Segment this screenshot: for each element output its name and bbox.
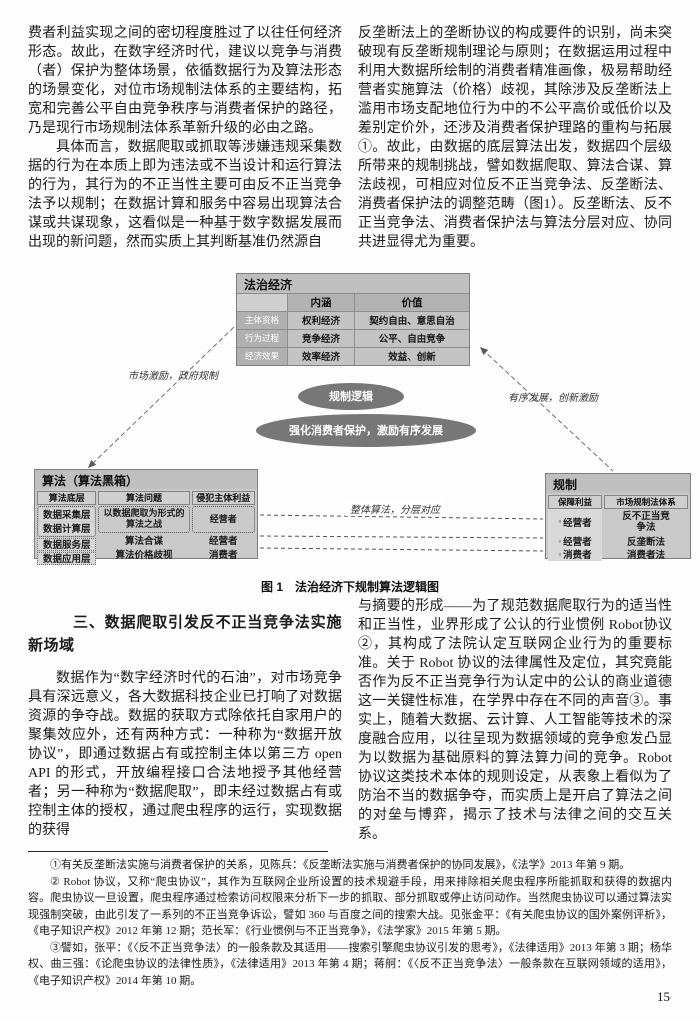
- table-cell: 算法合谋: [125, 536, 164, 548]
- table-cell: 契约自由、意思自治: [355, 311, 469, 329]
- figure-caption: 图 1 法治经济下规制算法逻辑图: [260, 579, 439, 594]
- protected-interest-column: 保障利益 ▫经营者 ▫经营者 ▫消费者: [548, 494, 602, 562]
- law-label: 反不正当竞争法: [622, 510, 670, 533]
- table-cell: ▫经营者: [548, 509, 602, 535]
- layer-group: 数据采集层 数据计算层: [37, 505, 97, 537]
- regulation-logic-ellipse: 规制逻辑: [298, 382, 404, 410]
- algorithm-layer-column: 算法底层 数据采集层 数据计算层 数据服务层 数据应用层: [37, 490, 97, 565]
- law-system-column: 市场规制法体系 反不正当竞争法 反垄断法 消费者法: [604, 494, 688, 561]
- table-cell: 反垄断法: [604, 535, 688, 548]
- diagram-connectors: [88, 326, 614, 552]
- column-header: 算法问题: [98, 490, 190, 505]
- table-cell: 消费者法: [604, 548, 688, 561]
- page-number: 15: [657, 989, 670, 1004]
- arrowhead-icon: [88, 459, 97, 468]
- table-cell: ▫消费者: [548, 548, 602, 562]
- table-corner-cell: [237, 293, 287, 311]
- table-cell: 效益、创新: [355, 347, 469, 365]
- left-column-bottom: 三、数据爬取引发反不正当竞争法实施新场域 数据作为“数字经济时代的石油”，对市场…: [28, 597, 342, 843]
- footnote: ①有关反垄断法实施与消费者保护的关系，见陈兵：《反垄断法实施与消费者保护的协同发…: [50, 859, 631, 871]
- regulation-table: 保障利益 ▫经营者 ▫经营者 ▫消费者 市场规制法体系 反不正当竞争法 反垄断法…: [546, 493, 690, 563]
- column-header: 算法底层: [37, 490, 97, 505]
- algorithm-problem-column: 算法问题 以数据爬取为形式的算法之战 算法合谋 算法价格歧视: [98, 490, 190, 565]
- footnotes: ①有关反垄断法实施与消费者保护的关系，见陈兵：《反垄断法实施与消费者保护的协同发…: [28, 847, 672, 989]
- column-header: 侵犯主体利益: [191, 490, 255, 505]
- table-cell: 以数据爬取为形式的算法之战: [98, 505, 190, 533]
- right-column-top: 反垄断法上的垄断协议的构成要件的识别，尚未突破现有反垄断规制理论与原则；在数据运…: [358, 24, 672, 265]
- table-cell: 经营者: [209, 536, 238, 548]
- square-bullet-icon: ▫: [558, 536, 562, 546]
- paragraph: 数据作为“数字经济时代的石油”，对市场竞争具有深远意义，各大数据科技企业已打响了…: [28, 670, 342, 838]
- table-cell: 公平、自由竞争: [355, 329, 469, 347]
- left-edge-label: 市场激励，政府规制: [128, 370, 218, 382]
- table-cell: 竞争经济: [288, 329, 354, 347]
- table-cell: 效率经济: [288, 347, 354, 365]
- law-economy-table: 内涵 价值 主体资格 权利经济 契约自由、意思自治 行为过程 竞争经济 公平、自…: [237, 292, 469, 365]
- algorithm-box: 算法（算法黑箱） 算法底层 数据采集层 数据计算层 数据服务层 数据应用层 算法…: [34, 468, 258, 565]
- square-bullet-icon: ▫: [558, 517, 562, 527]
- law-economy-title: 法治经济: [237, 273, 469, 293]
- table-cell: 权利经济: [288, 311, 354, 329]
- regulation-box-title: 规制: [546, 473, 690, 493]
- table-cell: 经营者: [191, 505, 255, 533]
- footnote: ③譬如，张平：《〈反不正当竞争法〉的一般条款及其适用——搜索引擎爬虫协议引发的思…: [28, 941, 672, 987]
- bottom-text-section: 三、数据爬取引发反不正当竞争法实施新场域 数据作为“数字经济时代的石油”，对市场…: [28, 597, 672, 843]
- interest-label: 经营者: [563, 517, 592, 529]
- column-header: 价值: [355, 293, 469, 311]
- figure-1: 法治经济 内涵 价值 主体资格 权利经济 契约自由、意思自治 行为过程 竞争经济…: [28, 271, 691, 595]
- table-cell: 数据计算层: [39, 521, 95, 535]
- table-cell: 数据采集层: [39, 507, 95, 521]
- table-cell: 算法价格歧视: [115, 550, 173, 562]
- column-header: 保障利益: [548, 494, 602, 509]
- law-economy-box: 法治经济 内涵 价值 主体资格 权利经济 契约自由、意思自治 行为过程 竞争经济…: [236, 272, 470, 366]
- table-cell: 消费者: [209, 550, 238, 562]
- column-header: 内涵: [288, 293, 354, 311]
- arrowhead-icon: [480, 346, 489, 355]
- section-heading: 三、数据爬取引发反不正当竞争法实施新场域: [28, 613, 342, 654]
- table-cell: 数据服务层: [37, 537, 97, 551]
- column-header: 市场规制法体系: [604, 494, 688, 509]
- table-cell: 反不正当竞争法: [604, 509, 688, 535]
- algorithm-table: 算法底层 数据采集层 数据计算层 数据服务层 数据应用层 算法问题 以数据爬取为…: [35, 489, 257, 567]
- algorithm-box-title: 算法（算法黑箱）: [35, 469, 257, 489]
- paragraph: 费者利益实现之间的密切程度胜过了以往任何经济形态。故此，在数字经济时代，建议以竞…: [28, 26, 342, 136]
- figure-1-diagram: 法治经济 内涵 价值 主体资格 权利经济 契约自由、意思自治 行为过程 竞争经济…: [28, 271, 691, 573]
- paragraph: 与摘要的形成——为了规范数据爬取行为的适当性和正当性，业界形成了公认的行业惯例 …: [358, 598, 672, 842]
- footnote: ② Robot 协议，又称“爬虫协议”，其作为互联网企业所设置的技术规避手段，用…: [28, 875, 672, 938]
- right-column-bottom: 与摘要的形成——为了规范数据爬取行为的适当性和正当性，业界形成了公认的行业惯例 …: [358, 597, 672, 843]
- row-label: 行为过程: [237, 329, 287, 347]
- paragraph: 具体而言，数据爬取或抓取等涉嫌违规采集数据的行为在本质上即为违法或不当设计和运行…: [28, 140, 342, 250]
- law-label: 反垄断法: [626, 537, 665, 549]
- middle-edge-label: 整体算法，分层对应: [346, 500, 444, 516]
- row-label: 主体资格: [237, 311, 287, 329]
- footnote-divider: [28, 851, 328, 852]
- law-label: 消费者法: [626, 550, 665, 562]
- consumer-protection-ellipse: 强化消费者保护，激励有序发展: [256, 413, 476, 447]
- paragraph: 反垄断法上的垄断协议的构成要件的识别，尚未突破现有反垄断规制理论与原则；在数据运…: [358, 26, 672, 250]
- right-edge-label: 有序发展，创新激励: [508, 392, 598, 404]
- top-text-section: 费者利益实现之间的密切程度胜过了以往任何经济形态。故此，在数字经济时代，建议以竞…: [28, 24, 672, 265]
- table-cell: 数据应用层: [37, 551, 97, 565]
- row-label: 经济效果: [237, 347, 287, 365]
- square-bullet-icon: ▫: [558, 549, 562, 559]
- algorithm-interest-column: 侵犯主体利益 经营者 经营者 消费者: [191, 490, 255, 565]
- table-cell: ▫经营者: [548, 535, 602, 549]
- regulation-box: 规制 保障利益 ▫经营者 ▫经营者 ▫消费者 市场规制法体系 反不正当竞争法 反…: [545, 472, 691, 561]
- left-column-top: 费者利益实现之间的密切程度胜过了以往任何经济形态。故此，在数字经济时代，建议以竞…: [28, 24, 342, 265]
- interest-label: 经营者: [563, 537, 592, 549]
- interest-label: 消费者: [563, 550, 592, 562]
